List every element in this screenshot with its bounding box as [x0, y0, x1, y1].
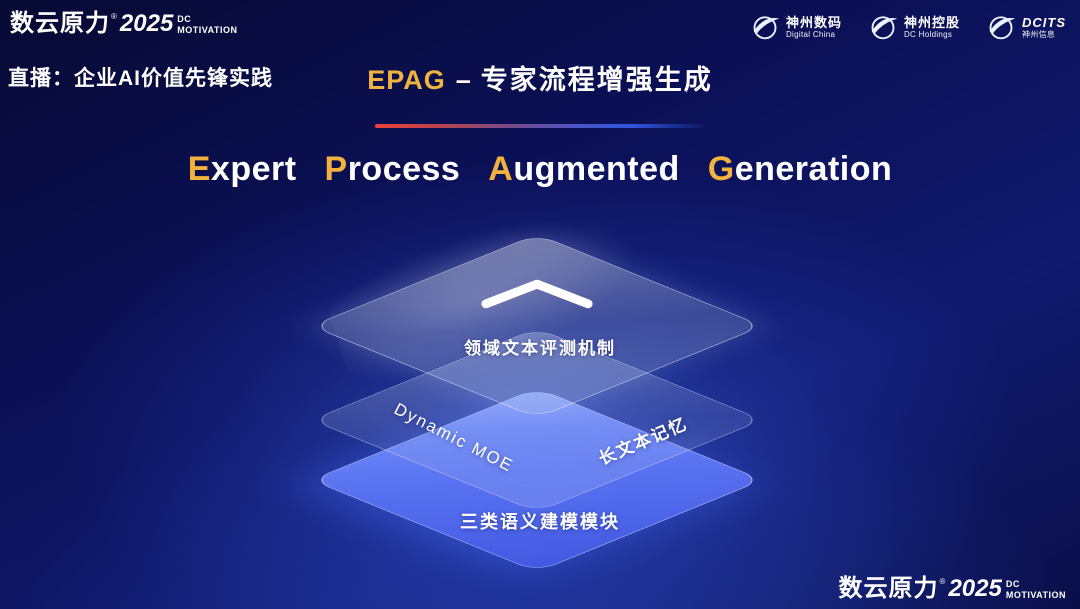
- partner-logo-dc-holdings: 神州控股 DC Holdings: [868, 12, 960, 42]
- brand-sub-top: DC: [1005, 579, 1020, 589]
- brand-sub-bottom: MOTIVATION: [1005, 590, 1066, 600]
- brand-sub-bottom: MOTIVATION: [177, 25, 238, 35]
- brand-logo-bottom-right: 数云原力 ® 2025 DC MOTIVATION: [839, 577, 1066, 601]
- dcits-swoosh-icon: [986, 12, 1016, 42]
- partner-logo-name: DCITS: [1022, 14, 1066, 30]
- brand-year: 2025: [119, 10, 174, 37]
- brand-name: 数云原力: [10, 10, 110, 37]
- brand-year: 2025: [948, 575, 1002, 602]
- gradient-divider: [375, 124, 705, 128]
- lead-letter: A: [488, 150, 514, 188]
- brand-subtitle: DC MOTIVATION: [1006, 580, 1066, 600]
- brand-sub-top: DC: [177, 14, 192, 24]
- main-title-word-generation: Generation: [708, 150, 893, 188]
- partner-logo-name: 神州数码: [785, 14, 842, 30]
- digital-china-swoosh-icon: [750, 12, 780, 42]
- top-layer-label: 领域文本评测机制: [464, 339, 616, 358]
- title-abbreviation: EPAG: [367, 65, 446, 95]
- partner-logo-text: DCITS 神州信息: [1022, 16, 1066, 39]
- main-title: Expert Process Augmented Generation: [0, 150, 1080, 189]
- main-title-word-augmented: Augmented: [488, 150, 680, 188]
- partner-logo-name: 神州控股: [903, 14, 960, 30]
- word-rest: rocess: [347, 150, 461, 188]
- partner-logo-subname: 神州信息: [1022, 29, 1056, 39]
- partner-logo-digital-china: 神州数码 Digital China: [750, 12, 842, 42]
- lead-letter: E: [187, 150, 211, 188]
- partner-logo-text: 神州控股 DC Holdings: [904, 16, 960, 39]
- live-stream-label: 直播：企业AI价值先锋实践: [8, 67, 273, 90]
- brand-subtitle: DC MOTIVATION: [177, 15, 237, 35]
- partner-logo-dcits: DCITS 神州信息: [986, 12, 1066, 42]
- title-chinese: 专家流程增强生成: [480, 65, 713, 95]
- registered-mark: ®: [939, 577, 946, 586]
- partner-logo-subname: DC Holdings: [903, 29, 953, 39]
- main-title-word-expert: Expert: [188, 150, 297, 188]
- partner-logo-text: 神州数码 Digital China: [786, 16, 842, 39]
- top-layer-surface: [310, 233, 764, 419]
- main-title-word-process: Process: [325, 150, 461, 188]
- dc-holdings-swoosh-icon: [868, 12, 898, 42]
- word-rest: ugmented: [513, 150, 680, 188]
- title-separator: –: [455, 65, 471, 95]
- lead-letter: G: [707, 150, 735, 188]
- chevron-up-icon: [481, 279, 593, 309]
- word-rest: eneration: [734, 150, 893, 188]
- partner-logo-subname: Digital China: [785, 29, 836, 39]
- brand-name: 数云原力: [838, 575, 939, 602]
- brand-logo-top-left: 数云原力 ® 2025 DC MOTIVATION: [10, 12, 237, 36]
- page-title: EPAG–专家流程增强生成: [0, 58, 1080, 97]
- word-rest: xpert: [210, 150, 297, 188]
- lead-letter: P: [324, 150, 348, 188]
- registered-mark: ®: [111, 12, 117, 21]
- bottom-layer-label: 三类语义建模模块: [460, 512, 620, 532]
- partner-logos: 神州数码 Digital China 神州控股 DC Holdings DCIT…: [750, 12, 1066, 42]
